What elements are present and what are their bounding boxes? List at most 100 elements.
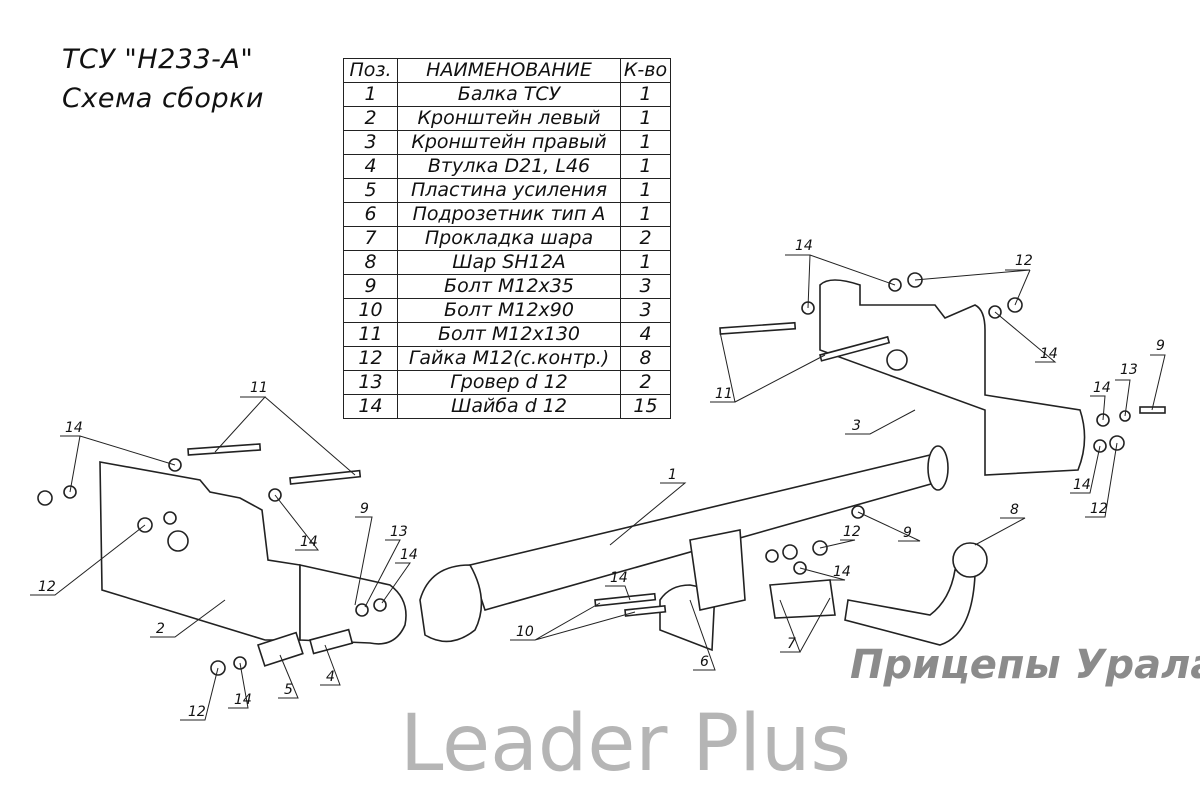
- drawing-subtitle: Схема сборки: [62, 83, 264, 114]
- name-cell: Втулка D21, L46: [397, 154, 621, 179]
- callout-label: 12: [1090, 501, 1108, 517]
- qty-cell: 1: [620, 106, 671, 131]
- name-cell: Болт M12x90: [397, 298, 621, 323]
- callout-label: 12: [38, 579, 56, 595]
- qty-cell: 1: [620, 82, 671, 107]
- name-cell: Кронштейн левый: [397, 106, 621, 131]
- qty-cell: 8: [620, 346, 671, 371]
- callout-label: 10: [516, 624, 534, 640]
- pos-cell: 8: [343, 250, 398, 275]
- qty-cell: 2: [620, 226, 671, 251]
- callout-label: 13: [390, 524, 408, 540]
- callout-label: 9: [1156, 338, 1165, 354]
- ball-pad: [769, 579, 836, 619]
- qty-cell: 1: [620, 178, 671, 203]
- beam-end-plate: [419, 564, 483, 643]
- name-cell: НАИМЕНОВАНИЕ: [397, 58, 621, 83]
- callout-label: 8: [1010, 502, 1019, 518]
- callout-label: 14: [400, 547, 418, 563]
- name-cell: Прокладка шара: [397, 226, 621, 251]
- callout-label: 1: [668, 467, 677, 483]
- callout-label: 14: [1073, 477, 1091, 493]
- right-bracket: [819, 279, 1086, 476]
- name-cell: Шар SH12A: [397, 250, 621, 275]
- qty-cell: 15: [620, 394, 671, 419]
- name-cell: Шайба d 12: [397, 394, 621, 419]
- callout-label: 11: [715, 386, 733, 402]
- callout-label: 14: [65, 420, 83, 436]
- callout-label: 14: [833, 564, 851, 580]
- callout-label: 14: [1093, 380, 1111, 396]
- callout-label: 6: [700, 654, 709, 670]
- name-cell: Гайка M12(с.контр.): [397, 346, 621, 371]
- left-bracket: [99, 461, 301, 641]
- drawing-title: ТСУ "H233-A": [62, 44, 254, 75]
- nuts-and-washers: [37, 272, 1166, 676]
- pos-cell: 4: [343, 154, 398, 179]
- pos-cell: 5: [343, 178, 398, 203]
- callout-label: 14: [1040, 346, 1058, 362]
- callout-label: 7: [787, 636, 796, 652]
- qty-cell: 1: [620, 250, 671, 275]
- qty-cell: 1: [620, 202, 671, 227]
- name-cell: Пластина усиления: [397, 178, 621, 203]
- qty-cell: 1: [620, 130, 671, 155]
- callout-label: 5: [284, 682, 293, 698]
- qty-cell: 3: [620, 298, 671, 323]
- callout-label: 14: [234, 692, 252, 708]
- name-cell: Болт M12x35: [397, 274, 621, 299]
- callout-label: 9: [903, 525, 912, 541]
- pos-cell: 12: [343, 346, 398, 371]
- qty-cell: 3: [620, 274, 671, 299]
- left-side-plate: [299, 564, 407, 645]
- pos-cell: 13: [343, 370, 398, 395]
- name-cell: Подрозетник тип А: [397, 202, 621, 227]
- name-cell: Кронштейн правый: [397, 130, 621, 155]
- pos-cell: 2: [343, 106, 398, 131]
- callout-label: 14: [300, 534, 318, 550]
- tow-ball-arm: [844, 569, 976, 646]
- qty-cell: 2: [620, 370, 671, 395]
- callout-label: 12: [1015, 253, 1033, 269]
- callout-label: 4: [326, 669, 335, 685]
- pos-cell: 3: [343, 130, 398, 155]
- callout-label: 14: [610, 570, 628, 586]
- callout-label: 12: [843, 524, 861, 540]
- pos-cell: 6: [343, 202, 398, 227]
- callout-label: 11: [250, 380, 268, 396]
- leader-lines: [30, 254, 1166, 721]
- pos-cell: 14: [343, 394, 398, 419]
- name-cell: Гровер d 12: [397, 370, 621, 395]
- callout-label: 2: [156, 621, 165, 637]
- pos-cell: 7: [343, 226, 398, 251]
- qty-cell: 1: [620, 154, 671, 179]
- pos-cell: 9: [343, 274, 398, 299]
- pos-cell: 10: [343, 298, 398, 323]
- qty-cell: 4: [620, 322, 671, 347]
- callout-label: 14: [795, 238, 813, 254]
- tow-ball: [952, 542, 988, 578]
- name-cell: Болт M12x130: [397, 322, 621, 347]
- callout-label: 12: [188, 704, 206, 720]
- callout-label: 13: [1120, 362, 1138, 378]
- pos-cell: 11: [343, 322, 398, 347]
- name-cell: Балка ТСУ: [397, 82, 621, 107]
- callout-label: 3: [852, 418, 861, 434]
